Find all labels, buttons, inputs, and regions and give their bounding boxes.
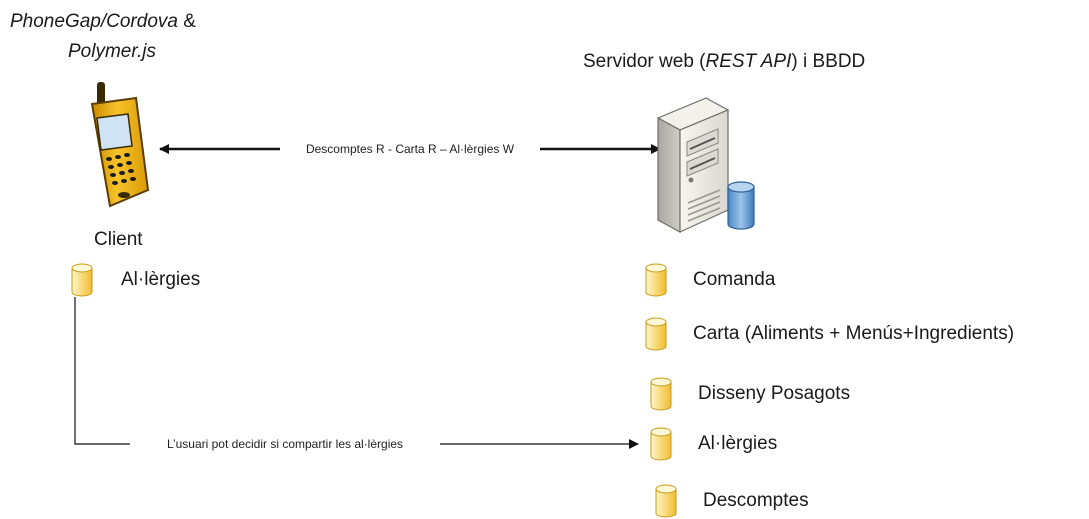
server-title-prefix: Servidor web ( [583, 51, 706, 72]
server-store-label: Disseny Posagots [698, 383, 851, 404]
share-connector: L’usuari pot decidir si compartir les al… [74, 297, 639, 452]
server-tower-icon [656, 97, 755, 234]
client-store-item: Al·lèrgies [71, 262, 200, 298]
sync-connector: Descomptes R - Carta R – Al·lèrgies W [159, 141, 661, 157]
client-store-label: Al·lèrgies [121, 269, 201, 290]
database-cylinder-icon [645, 263, 667, 297]
database-cylinder-icon [650, 427, 672, 461]
server-store-label: Descomptes [703, 490, 809, 511]
client-tech-amp: & [177, 11, 196, 32]
client-tech-line2: Polymer.js [68, 41, 156, 62]
server-store-item: Disseny Posagots [650, 376, 850, 412]
server-store-label: Al·lèrgies [698, 433, 778, 454]
server-store-item: Carta (Aliments + Menús+Ingredients) [645, 316, 1014, 352]
client-tech-name: PhoneGap/Cordova [10, 11, 178, 32]
client-tech-caption: PhoneGap/Cordova & [10, 10, 196, 34]
client-label: Client [94, 229, 143, 250]
database-cylinder-icon [655, 484, 677, 518]
server-title-api: REST API [705, 51, 792, 72]
sync-edge-label: Descomptes R - Carta R – Al·lèrgies W [306, 142, 515, 156]
server-store-label: Carta (Aliments + Menús+Ingredients) [693, 323, 1015, 344]
database-cylinder-icon [645, 317, 667, 351]
server-title: Servidor web (REST API) i BBDD [583, 50, 865, 74]
share-edge-label: L’usuari pot decidir si compartir les al… [167, 437, 403, 451]
database-cylinder-icon [650, 377, 672, 411]
server-store-label: Comanda [693, 269, 776, 290]
database-cylinder-icon [71, 263, 93, 297]
server-title-suffix: ) i BBDD [791, 51, 866, 72]
share-edge-label-backdrop [164, 436, 406, 452]
server-store-item: Al·lèrgies [650, 426, 777, 462]
server-store-item: Descomptes [655, 483, 809, 519]
mobile-phone-icon [90, 82, 150, 208]
server-store-item: Comanda [645, 262, 775, 298]
sync-edge-label-backdrop [303, 141, 517, 157]
